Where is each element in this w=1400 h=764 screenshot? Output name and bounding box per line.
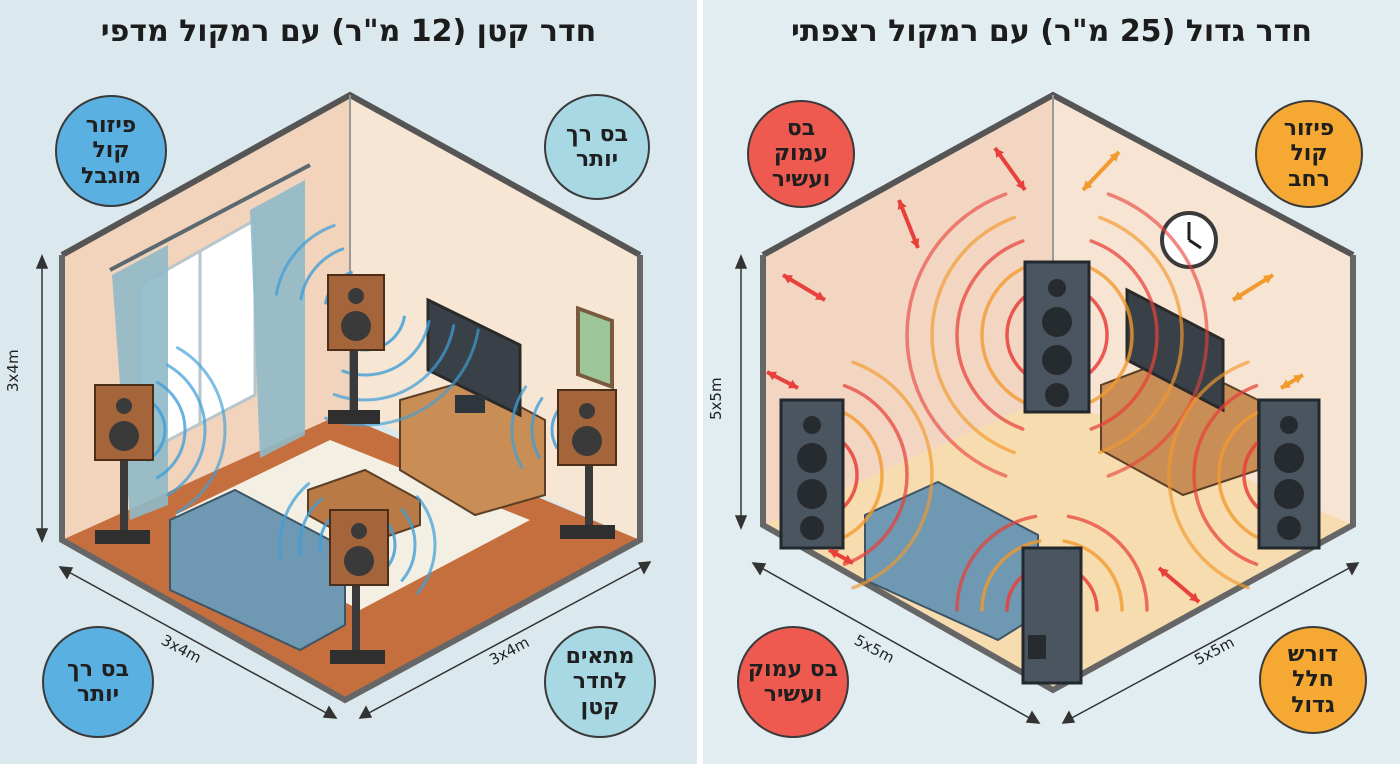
badge-wide-dispersion: פיזור קול רחב (1255, 100, 1363, 208)
reflection-arrow (766, 370, 799, 390)
large-room-title: חדר גדול (25 מ"ר) עם רמקול רצפתי (791, 14, 1312, 49)
badge-fits-small-room: מתאים לחדר קטן (544, 626, 656, 738)
speaker-front-stand (329, 509, 389, 664)
sound-wave (955, 239, 1025, 431)
sound-wave (385, 521, 397, 569)
sound-wave (298, 497, 323, 557)
sound-wave (930, 215, 1016, 455)
sound-wave (1192, 383, 1259, 567)
badge-requires-large-space: דורש חלל גדול (1259, 626, 1367, 734)
panel-divider (697, 0, 703, 764)
sound-wave (278, 482, 311, 561)
badge-limited-dispersion: פיזור קול מוגבל (55, 95, 167, 207)
speaker-rear-stand (327, 274, 385, 424)
tv (426, 297, 522, 418)
speaker-left-stand (94, 384, 154, 544)
sound-wave (176, 346, 227, 514)
subwoofer-front (1021, 546, 1083, 685)
sound-wave (1089, 239, 1159, 431)
large-room-illustration (734, 91, 1360, 724)
reflection-arrow (993, 146, 1027, 192)
sound-wave (415, 495, 437, 595)
reflection-arrow (1279, 373, 1305, 390)
sound-wave (146, 398, 167, 462)
small-room-illustration (35, 91, 652, 719)
small-room-title: חדר קטן (12 מ"ר) עם רמקול מדפי (100, 14, 597, 49)
tower-speaker-rear (1023, 260, 1091, 414)
sound-wave (1066, 514, 1149, 612)
sound-wave (1217, 407, 1267, 543)
sound-wave (299, 247, 345, 301)
sound-wave (980, 262, 1034, 408)
small-room-panel: חדר קטן (12 מ"ר) עם רמקול מדפי (0, 0, 697, 764)
curtain-right (250, 180, 305, 458)
wall-picture (576, 305, 614, 390)
sound-wave (400, 508, 417, 582)
sound-wave (1062, 539, 1124, 612)
reflection-arrow (781, 273, 827, 302)
sound-wave (905, 192, 1008, 478)
badge-deep-rich-bass-top: בס עמוק ועשיר (747, 100, 855, 208)
sound-wave (550, 408, 560, 449)
reflection-arrow (1081, 150, 1121, 192)
badge-deep-rich-bass-bottom: בס עמוק ועשיר (737, 626, 849, 738)
sound-wave (530, 396, 544, 459)
sound-wave (510, 385, 528, 469)
sound-wave (156, 380, 187, 480)
sound-wave (324, 328, 480, 427)
sound-wave (834, 407, 884, 543)
large-room-height-label: 5x5m (707, 377, 725, 420)
sound-wave (851, 360, 934, 590)
sound-wave (980, 539, 1042, 612)
sound-wave (1167, 360, 1250, 590)
reflection-arrow (828, 548, 854, 565)
reflection-arrow (897, 199, 920, 249)
sound-wave (1106, 192, 1209, 478)
badge-soft-bass-bottom: בס רך יותר (42, 626, 154, 738)
speaker-right-stand (557, 389, 617, 539)
wall-clock (1160, 211, 1218, 269)
sound-wave (955, 514, 1038, 612)
tower-speaker-right (1257, 398, 1321, 550)
sound-wave (274, 223, 336, 296)
tower-speaker-left (779, 398, 845, 550)
reflection-arrow (1157, 566, 1201, 604)
sound-wave (1098, 215, 1184, 455)
small-room-height-label: 3x4m (4, 349, 22, 392)
sound-wave (1080, 262, 1134, 408)
reflection-arrow (1231, 273, 1275, 302)
large-room-panel: חדר גדול (25 מ"ר) עם רמקול רצפתי (703, 0, 1400, 764)
sound-wave (842, 383, 909, 567)
badge-soft-bass-top: בס רך יותר (544, 94, 650, 200)
sound-wave (166, 363, 207, 497)
